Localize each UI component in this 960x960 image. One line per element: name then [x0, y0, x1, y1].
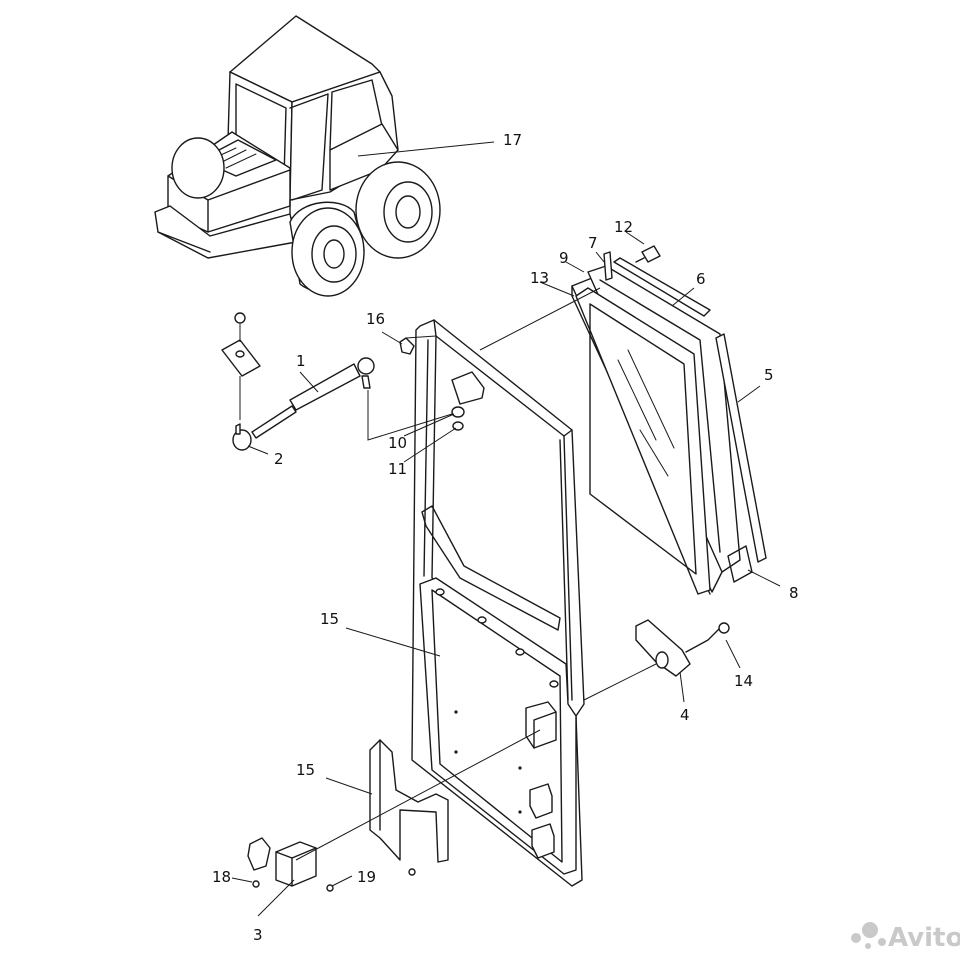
callout-12: 12 — [614, 218, 633, 236]
callout-1: 1 — [296, 352, 306, 370]
callout-8: 8 — [789, 584, 799, 602]
gas-strut — [221, 312, 453, 451]
callout-15-upper: 15 — [320, 610, 339, 628]
door-frame — [399, 319, 585, 887]
callout-17: 17 — [503, 131, 522, 149]
watermark: Avito — [851, 922, 960, 953]
latch-handle — [635, 619, 730, 677]
callout-3: 3 — [253, 926, 263, 944]
callout-numbers: 1 2 3 4 5 6 7 8 9 10 11 12 13 14 15 15 1… — [212, 131, 799, 944]
callout-11: 11 — [388, 460, 407, 478]
watermark-logo-icon — [851, 922, 886, 949]
callout-18: 18 — [212, 868, 231, 886]
small-hardware — [451, 406, 465, 431]
watermark-text: Avito — [888, 923, 960, 953]
callout-5: 5 — [764, 366, 774, 384]
callout-7: 7 — [588, 234, 598, 252]
callout-15-lower: 15 — [296, 761, 315, 779]
callout-16: 16 — [366, 310, 385, 328]
callout-4: 4 — [680, 706, 690, 724]
callout-2: 2 — [274, 450, 284, 468]
callout-14: 14 — [734, 672, 753, 690]
callout-19: 19 — [357, 868, 376, 886]
glass-panels — [571, 245, 767, 595]
leader-lines — [231, 141, 781, 917]
callout-13: 13 — [530, 269, 549, 287]
callout-10: 10 — [388, 434, 407, 452]
callout-9: 9 — [559, 249, 569, 267]
callout-6: 6 — [696, 270, 706, 288]
hinge-assembly — [247, 837, 416, 892]
vehicle-illustration — [154, 15, 441, 297]
